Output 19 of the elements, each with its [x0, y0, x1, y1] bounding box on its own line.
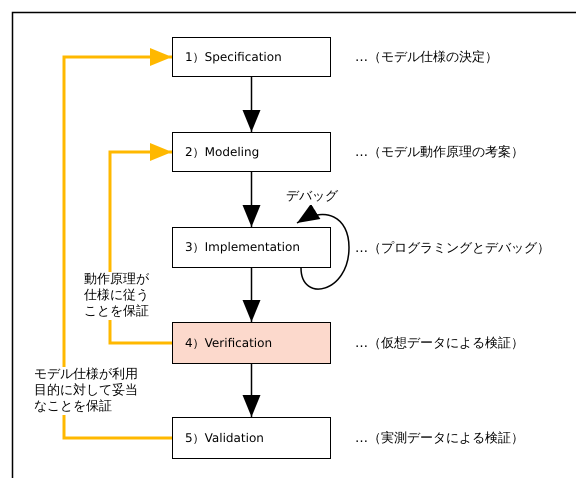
- step-description: …（プログラミングとデバッグ）: [355, 240, 550, 256]
- edge-label: デバッグ: [286, 189, 338, 205]
- feedback-arrow: [62, 48, 172, 440]
- step-description: …（仮想データによる検証）: [355, 335, 524, 352]
- step-description: …（実測データによる検証）: [355, 430, 524, 447]
- process-box: 4）Verification: [172, 322, 331, 364]
- arrow: [242, 364, 260, 417]
- arrow: [242, 77, 260, 132]
- arrow: [242, 172, 260, 227]
- step-description: …（モデル動作原理の考案）: [355, 144, 524, 161]
- process-box: 5）Validation: [172, 417, 331, 459]
- step-description: …（モデル仕様の決定）: [355, 49, 498, 66]
- arrow: [242, 268, 260, 322]
- edge-label: 動作原理が仕様に従うことを保証: [84, 272, 152, 320]
- edge-label: モデル仕様が利用目的に対して妥当なことを保証: [34, 367, 140, 415]
- process-box: 3）Implementation: [172, 227, 331, 268]
- process-box: 2）Modeling: [172, 132, 331, 172]
- process-box: 1）Specification: [172, 37, 331, 77]
- arrow: [296, 204, 350, 290]
